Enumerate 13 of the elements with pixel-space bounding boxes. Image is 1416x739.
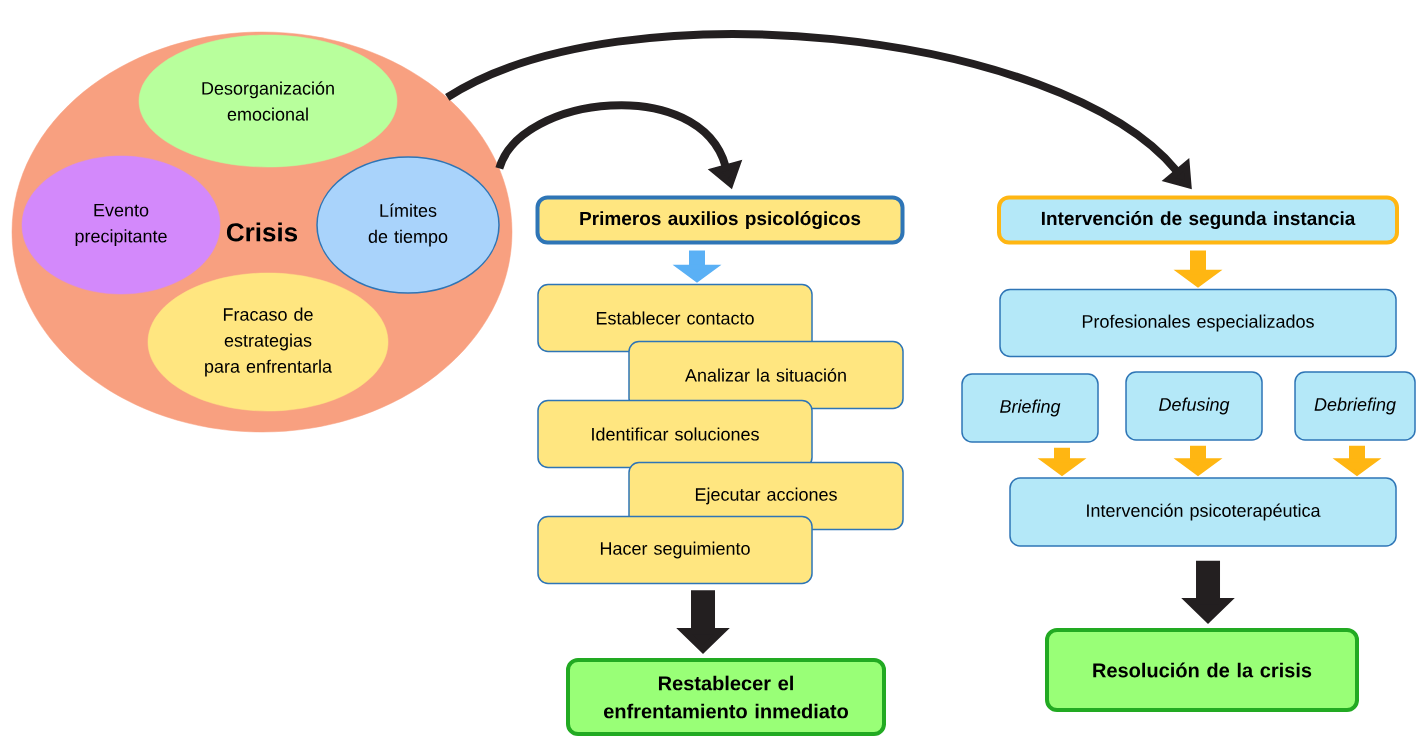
stage-box: Intervención psicoterapéutica (1009, 477, 1397, 547)
step-box: Analizar la situación (628, 340, 904, 410)
stage-box: Defusing (1125, 371, 1263, 441)
stage-box: Briefing (961, 373, 1099, 443)
title-box: Primeros auxilios psicológicos (535, 195, 905, 245)
result-box: Restablecer el enfrentamiento inmediato (566, 658, 886, 736)
stage-box: Debriefing (1294, 371, 1416, 441)
step-box: Hacer seguimiento (537, 515, 813, 585)
stage-box: Profesionales especializados (999, 288, 1397, 358)
step-box: Establecer contacto (537, 283, 813, 353)
result-box: Resolución de la crisis (1045, 628, 1359, 712)
step-box: Identificar soluciones (537, 399, 813, 469)
title-box: Intervención de segunda instancia (997, 195, 1399, 245)
